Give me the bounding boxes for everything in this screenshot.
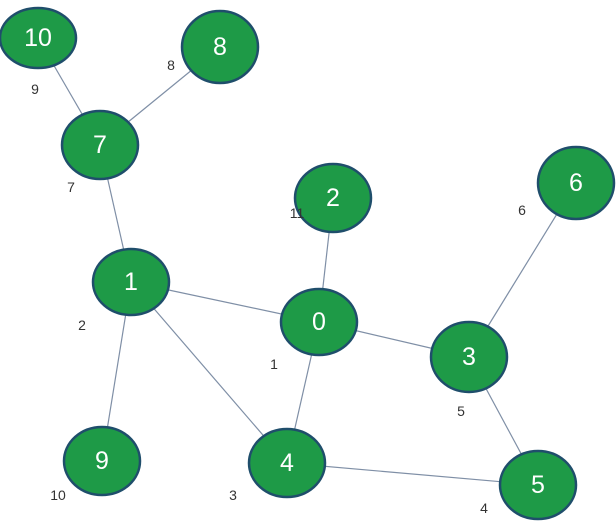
side-label-9: 10 xyxy=(50,487,66,503)
node-3: 3 xyxy=(429,320,509,394)
node-label-1: 1 xyxy=(124,268,138,296)
node-circle-6 xyxy=(536,145,616,221)
node-10: 10 xyxy=(0,6,78,70)
node-circle-8 xyxy=(180,9,260,85)
node-circle-2 xyxy=(293,162,373,234)
side-label-0: 1 xyxy=(270,356,278,372)
side-label-7: 7 xyxy=(67,179,75,195)
node-label-0: 0 xyxy=(312,308,326,336)
node-label-4: 4 xyxy=(280,449,294,477)
node-circle-10 xyxy=(0,6,78,70)
node-0: 0 xyxy=(279,287,359,357)
node-8: 8 xyxy=(180,9,260,85)
node-circle-0 xyxy=(279,287,359,357)
node-2: 2 xyxy=(293,162,373,234)
node-circle-9 xyxy=(62,425,142,497)
edge-4-5 xyxy=(286,462,539,486)
node-circle-7 xyxy=(60,109,140,181)
node-label-3: 3 xyxy=(462,343,476,371)
node-label-7: 7 xyxy=(93,131,107,159)
side-label-5: 4 xyxy=(480,500,488,516)
side-label-8: 8 xyxy=(167,57,175,73)
node-5: 5 xyxy=(498,449,578,521)
edge-1-4 xyxy=(130,281,288,464)
side-label-3: 5 xyxy=(457,403,465,419)
side-label-6: 6 xyxy=(518,202,526,218)
side-label-1: 2 xyxy=(78,317,86,333)
side-label-4: 3 xyxy=(229,487,237,503)
node-circle-4 xyxy=(247,427,327,499)
node-4: 4 xyxy=(247,427,327,499)
node-circle-5 xyxy=(498,449,578,521)
node-1: 1 xyxy=(91,247,171,317)
node-label-9: 9 xyxy=(95,447,109,475)
node-label-6: 6 xyxy=(569,169,583,197)
node-circle-3 xyxy=(429,320,509,394)
node-label-5: 5 xyxy=(531,471,545,499)
node-label-2: 2 xyxy=(326,184,340,212)
node-label-8: 8 xyxy=(213,33,227,61)
side-label-2: 11 xyxy=(290,205,305,221)
node-6: 6 xyxy=(536,145,616,221)
node-label-10: 10 xyxy=(24,24,52,52)
side-label-10: 9 xyxy=(31,81,39,97)
node-circle-1 xyxy=(91,247,171,317)
node-7: 7 xyxy=(60,109,140,181)
node-9: 9 xyxy=(62,425,142,497)
